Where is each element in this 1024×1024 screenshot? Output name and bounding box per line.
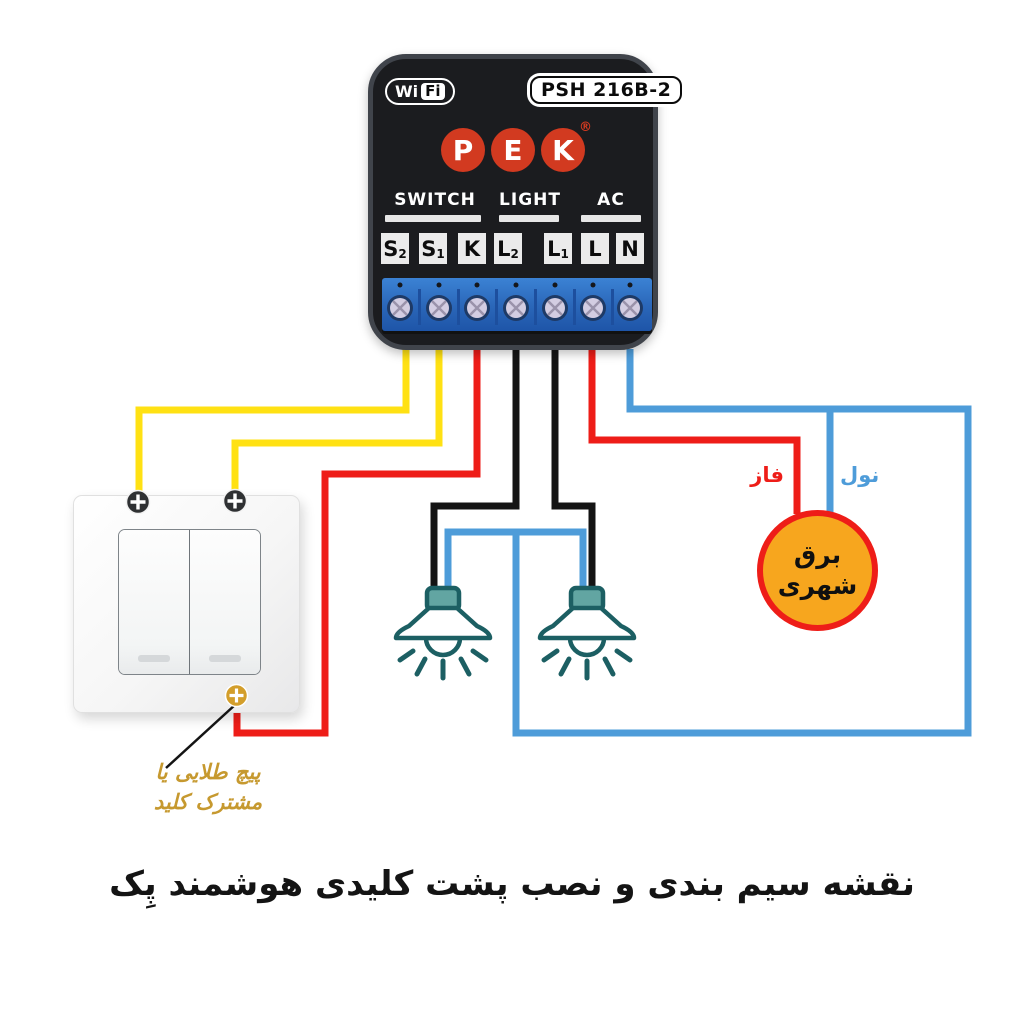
wire-n-blue (512, 349, 972, 737)
registered-mark: ® (579, 120, 592, 135)
terminal-sub: 1 (560, 246, 569, 261)
lamp-bulb (567, 635, 607, 658)
rocker-left (119, 530, 190, 674)
gold-screw-note-line2: مشترک کلید (153, 790, 263, 815)
smart-relay-module: Wi Fi PSH 216B-2 P E K ® SWITCH LIGHT AC… (368, 54, 683, 350)
group-bar-switch (385, 215, 481, 222)
terminal-label-n: N (616, 233, 644, 264)
terminal-sub: 1 (436, 246, 445, 261)
terminal-sub: 2 (398, 246, 407, 261)
wire-s2-yellow (135, 349, 410, 497)
group-bar-ac (581, 215, 641, 222)
terminal-main: S (383, 236, 399, 261)
switch-screw-right (222, 488, 248, 514)
wifi-logo: Wi Fi (385, 78, 455, 105)
brand-letter-p: P (441, 128, 485, 172)
brand-letter-k: K (541, 128, 585, 172)
lamp-shade (537, 605, 637, 641)
terminal-main: L (547, 236, 561, 261)
note-pointer-line (165, 703, 237, 769)
gold-screw-note-line1: پیچ طلایی یا (155, 760, 261, 784)
diagram-caption: نقشه سیم بندی و نصب پشت کلیدی هوشمند پِک (109, 864, 915, 904)
wall-switch-plate (73, 495, 300, 713)
wire-l-red (588, 349, 801, 514)
wire-l2-black (430, 349, 520, 592)
lamp-rays (541, 648, 633, 681)
terminal-label-l: L (581, 233, 609, 264)
wire-l1-black (551, 349, 596, 592)
neutral-label: نول (840, 463, 880, 487)
lamp-shade (393, 605, 493, 641)
gold-screw-note: پیچ طلایی یا مشترک کلید (113, 757, 303, 818)
group-label-light: LIGHT (499, 190, 561, 210)
terminal-screws (387, 282, 643, 325)
lamp-bulb (423, 635, 463, 658)
switch-rockers (118, 529, 261, 675)
terminal-main: S (421, 236, 437, 261)
lamp-left (393, 585, 493, 681)
group-label-switch: SWITCH (394, 190, 476, 210)
model-badge: PSH 216B-2 (530, 76, 683, 104)
wire-lamp-neutral-blue (444, 528, 587, 592)
city-power-circle: برق شهری (757, 510, 878, 631)
terminal-main: N (621, 236, 639, 261)
phase-label: فاز (750, 463, 784, 487)
lamp-rays (397, 648, 489, 681)
terminal-label-k: K (458, 233, 486, 264)
wifi-logo-fi: Fi (421, 83, 445, 100)
brand-logo: P E K ® (373, 120, 653, 172)
wire-k-red (233, 349, 481, 737)
terminal-main: L (497, 236, 511, 261)
city-power-line1: برق (793, 540, 842, 569)
rocker-indicator (209, 655, 241, 662)
wire-s1-yellow (231, 349, 443, 497)
group-bar-light (499, 215, 559, 222)
terminal-main: L (588, 236, 602, 261)
terminal-main: K (463, 236, 481, 261)
rocker-indicator (138, 655, 170, 662)
rocker-right (190, 530, 260, 674)
terminal-sub: 2 (510, 246, 519, 261)
wifi-logo-wi: Wi (395, 81, 419, 101)
terminal-block (382, 278, 652, 331)
brand-letter-e: E (491, 128, 535, 172)
common-gold-screw (224, 683, 249, 708)
lamp-right (537, 585, 637, 681)
city-power-line2: شهری (777, 570, 858, 600)
switch-screw-left (125, 489, 151, 515)
group-label-ac: AC (597, 190, 625, 210)
